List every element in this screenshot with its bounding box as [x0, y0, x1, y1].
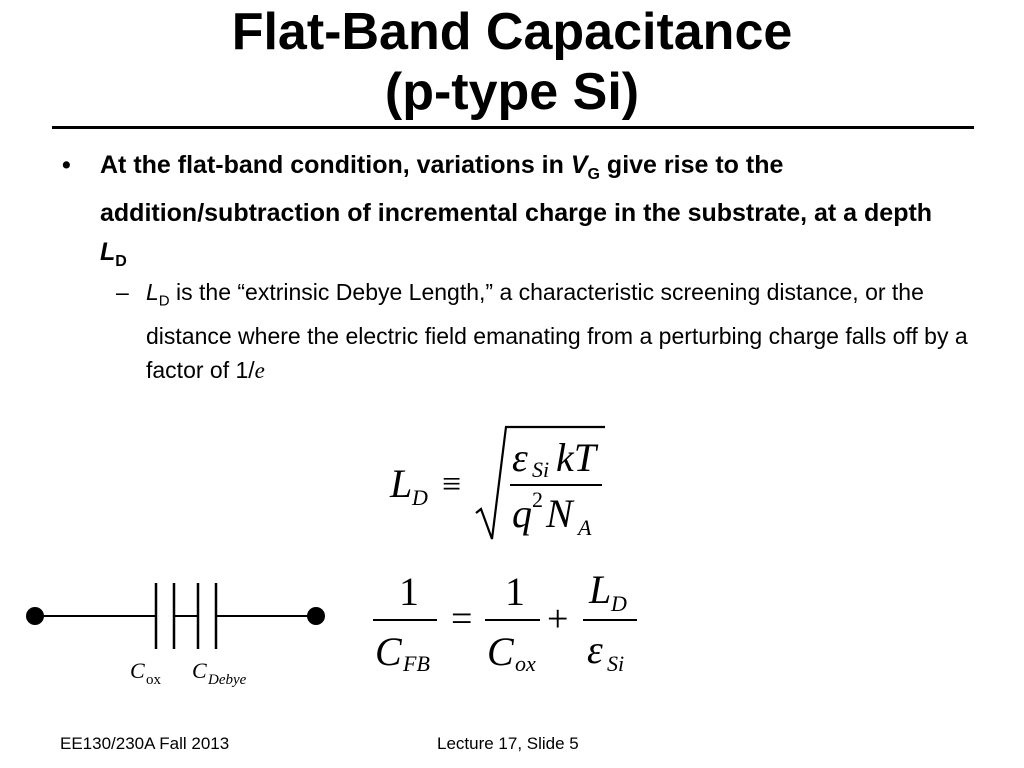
eq2-eps: ε [587, 627, 603, 672]
var-v-sub: G [587, 166, 600, 183]
cdebye-label-sub: Debye [207, 672, 247, 688]
cox-label: C [130, 658, 145, 683]
sub-var-e: e [254, 357, 265, 383]
right-terminal [307, 607, 325, 625]
series-capacitor-circuit: C ox C Debye [26, 583, 325, 688]
sub-bullet-marker: – [116, 279, 129, 305]
eq2-equals: = [451, 598, 472, 640]
sub-var-l-sub: D [158, 292, 170, 310]
eq1-num-eps-sub: Si [532, 457, 549, 482]
footer-course: EE130/230A Fall 2013 [60, 734, 230, 753]
bullet-1-text-a: At the flat-band condition, variations i… [100, 151, 571, 179]
eq1-num-kt: kT [556, 435, 599, 480]
sub-bullet-1: – LD is the “extrinsic Debye Length,” a … [116, 275, 976, 388]
var-l: L [100, 238, 116, 266]
eq2-c-ox: C [487, 629, 515, 674]
bullet-1-text: At the flat-band condition, variations i… [100, 146, 962, 281]
eq2-eps-sub: Si [607, 651, 624, 676]
var-ld: LD [100, 238, 127, 270]
sub-bullet-1-text-a: is the “extrinsic Debye Length,” a chara… [146, 279, 968, 383]
footer-slide-number: Lecture 17, Slide 5 [437, 734, 579, 753]
var-vg: VG [570, 151, 600, 183]
sub-bullet-1-text: LD is the “extrinsic Debye Length,” a ch… [146, 275, 976, 388]
flat-band-capacitance-equation: 1 C FB = 1 C ox + L D ε Si [373, 567, 637, 676]
eq2-one-a: 1 [399, 569, 419, 614]
eq2-c-ox-sub: ox [515, 651, 536, 676]
eq2-c-fb-sub: FB [402, 651, 430, 676]
eq2-c-fb: C [375, 629, 403, 674]
bullet-1: • At the flat-band condition, variations… [62, 146, 962, 281]
cdebye-label: C [192, 658, 207, 683]
eq2-l-d: L [588, 567, 611, 612]
var-l-sub: D [115, 253, 127, 270]
bullet-marker: • [62, 151, 71, 179]
eq2-one-b: 1 [505, 569, 525, 614]
eq1-den-q: q [512, 491, 532, 536]
eq2-l-d-sub: D [610, 591, 627, 616]
bullet-1-text-b: give rise to the addition/subtraction of… [100, 151, 933, 227]
eq1-den-n-sub: A [576, 515, 592, 540]
title-divider [52, 126, 974, 129]
eq1-den-n: N [545, 491, 575, 536]
title-line-1: Flat-Band Capacitance [231, 3, 793, 61]
cox-label-sub: ox [146, 672, 162, 688]
radical-sign [475, 425, 605, 540]
eq1-lhs-sub: D [411, 485, 428, 510]
eq1-lhs: L [389, 461, 412, 506]
eq1-den-q-sup: 2 [532, 487, 543, 512]
eq1-equiv: ≡ [442, 466, 461, 503]
eq2-plus: + [547, 598, 568, 640]
eq1-num-eps: ε [512, 435, 528, 480]
var-v: V [570, 151, 588, 179]
title-line-2: (p-type Si) [384, 63, 640, 121]
debye-length-equation: L D ≡ ε Si kT q 2 N A [389, 425, 605, 540]
slide-title: Flat-Band Capacitance (p-type Si) [0, 2, 1024, 122]
sub-var-l: L [146, 279, 159, 305]
